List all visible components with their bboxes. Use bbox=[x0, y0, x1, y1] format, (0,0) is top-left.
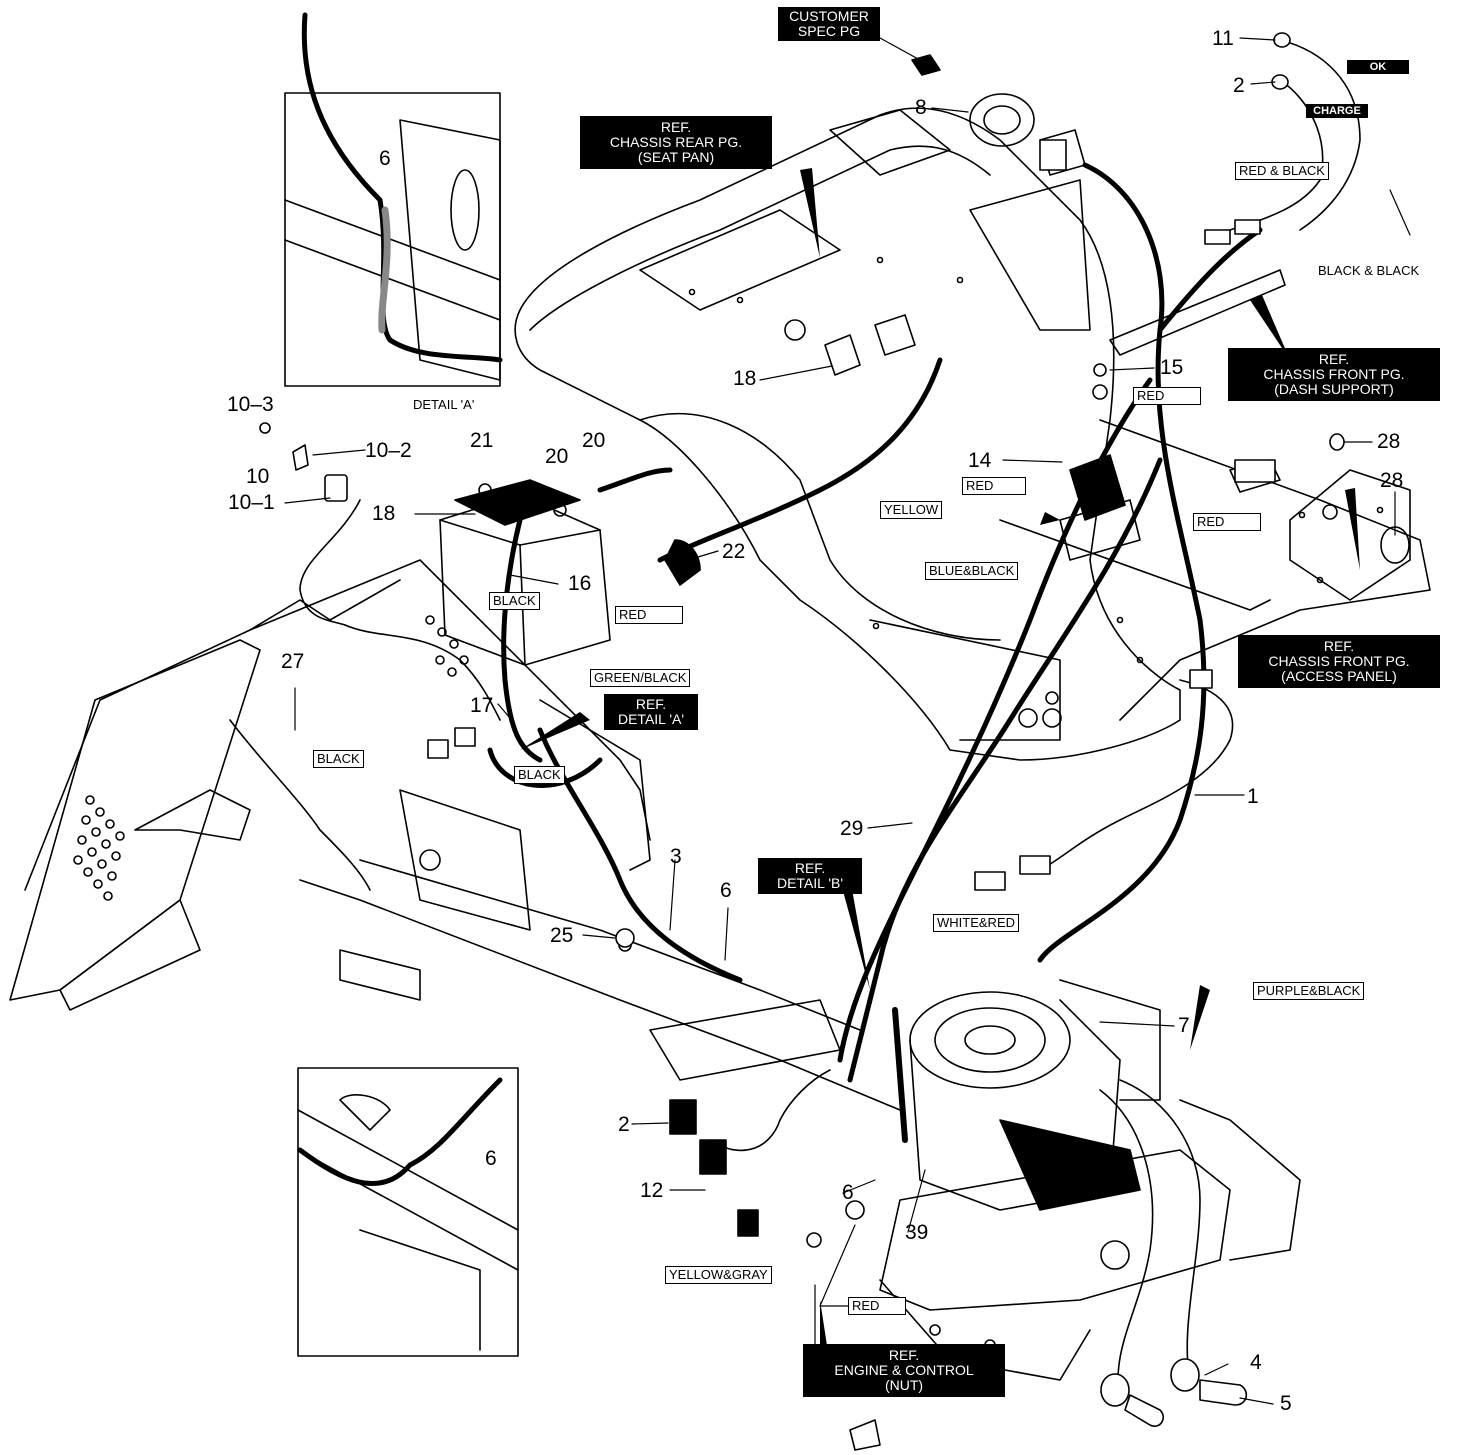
detail-b-inset bbox=[297, 1067, 519, 1357]
leader-lines bbox=[284, 37, 1411, 1405]
callout-6: 6 bbox=[720, 879, 732, 902]
ref-dash-support: REF. CHASSIS FRONT PG. (DASH SUPPORT) bbox=[1228, 348, 1440, 401]
wire-label-red: RED bbox=[962, 477, 1026, 495]
callout-10: 10 bbox=[246, 465, 270, 488]
wire-label-purple-black: PURPLE&BLACK bbox=[1253, 982, 1365, 1000]
callout-6: 6 bbox=[842, 1181, 854, 1204]
wire-label-red: RED bbox=[1193, 513, 1261, 531]
ref-engine-control: REF. ENGINE & CONTROL (NUT) bbox=[803, 1344, 1005, 1397]
ref-customer-spec-page: CUSTOMER SPEC PG bbox=[778, 7, 880, 41]
callout-18: 18 bbox=[733, 367, 757, 390]
callout-2: 2 bbox=[618, 1113, 630, 1136]
callout-20: 20 bbox=[545, 445, 569, 468]
pointer-arrows bbox=[520, 168, 1360, 1380]
callout-17: 17 bbox=[470, 694, 494, 717]
callout-18: 18 bbox=[372, 502, 396, 525]
ref-line: REF. bbox=[1323, 638, 1355, 654]
ref-line: (SEAT PAN) bbox=[637, 149, 715, 165]
wire-label-red: RED bbox=[848, 1297, 906, 1315]
callout-10-1: 10–1 bbox=[228, 491, 275, 514]
solenoid-shape bbox=[1059, 454, 1141, 561]
wire-label-black: BLACK bbox=[489, 592, 540, 610]
callout-7: 7 bbox=[1178, 1014, 1190, 1037]
callout-2: 2 bbox=[1233, 74, 1245, 97]
callout-10-2: 10–2 bbox=[365, 439, 412, 462]
callout-20: 20 bbox=[582, 429, 606, 452]
ref-detail-a: REF. DETAIL 'A' bbox=[604, 694, 698, 730]
wire-label-black: BLACK bbox=[514, 766, 565, 784]
ref-line: DETAIL 'A' bbox=[617, 711, 685, 727]
ref-line: ENGINE & CONTROL bbox=[834, 1362, 974, 1378]
wire-harness bbox=[297, 12, 1263, 1186]
wire-label-red-black: RED & BLACK bbox=[1235, 162, 1329, 180]
ref-access-panel: REF. CHASSIS FRONT PG. (ACCESS PANEL) bbox=[1238, 635, 1440, 688]
ref-seat-pan: REF. CHASSIS REAR PG. (SEAT PAN) bbox=[580, 116, 772, 169]
wire-label-green-black: GREEN/BLACK bbox=[590, 669, 691, 687]
seat-switch-shape bbox=[824, 314, 916, 376]
ref-line: REF. bbox=[794, 860, 826, 876]
ref-line: (NUT) bbox=[884, 1377, 924, 1393]
ref-line: SPEC PG bbox=[797, 23, 861, 39]
ref-line: REF. bbox=[660, 119, 692, 135]
wire-label-black-black: BLACK & BLACK bbox=[1318, 263, 1420, 278]
ref-line: CHASSIS REAR PG. bbox=[609, 134, 743, 150]
callout-28: 28 bbox=[1380, 469, 1404, 492]
ref-line: CUSTOMER bbox=[789, 8, 869, 24]
callout-11: 11 bbox=[1212, 27, 1234, 50]
callout-12: 12 bbox=[640, 1179, 664, 1202]
vent-grill-holes bbox=[73, 615, 469, 901]
callout-1: 1 bbox=[1247, 785, 1259, 808]
wire-label-yellow: YELLOW bbox=[880, 501, 943, 519]
wire-label-black: BLACK bbox=[313, 750, 364, 768]
ref-line: REF. bbox=[888, 1347, 920, 1363]
wire-label-yellow-gray: YELLOW&GRAY bbox=[665, 1266, 772, 1284]
callout-22: 22 bbox=[722, 540, 746, 563]
ref-line: REF. bbox=[1318, 351, 1350, 367]
callout-21: 21 bbox=[470, 429, 494, 452]
callout-28: 28 bbox=[1377, 430, 1401, 453]
callout-29: 29 bbox=[840, 817, 864, 840]
connectors bbox=[324, 139, 1276, 1237]
callout-4: 4 bbox=[1250, 1351, 1262, 1374]
frame-shape bbox=[9, 559, 901, 1111]
ref-line: REF. bbox=[635, 696, 667, 712]
callout-25: 25 bbox=[550, 924, 574, 947]
wire-label-red: RED bbox=[1133, 387, 1201, 405]
callout-5: 5 bbox=[1280, 1392, 1292, 1415]
callout-15: 15 bbox=[1160, 356, 1184, 379]
callout-6: 6 bbox=[485, 1147, 497, 1170]
callout-3: 3 bbox=[670, 845, 682, 868]
front-chassis-shape bbox=[999, 269, 1431, 721]
callout-6: 6 bbox=[379, 147, 391, 170]
seat-pan-shape bbox=[514, 107, 1181, 761]
thin-wires bbox=[229, 39, 1361, 1401]
ref-line: CHASSIS FRONT PG. bbox=[1263, 366, 1405, 382]
callout-14: 14 bbox=[968, 449, 992, 472]
callout-27: 27 bbox=[281, 650, 305, 673]
callout-16: 16 bbox=[568, 572, 592, 595]
ref-detail-b: REF. DETAIL 'B' bbox=[758, 858, 862, 894]
ok-decal: OK bbox=[1347, 60, 1409, 74]
wire-label-red: RED bbox=[615, 606, 683, 624]
ref-line: (DASH SUPPORT) bbox=[1274, 381, 1394, 397]
charge-decal: CHARGE bbox=[1306, 104, 1368, 118]
callout-10-3: 10–3 bbox=[227, 393, 274, 416]
callout-39: 39 bbox=[905, 1221, 929, 1244]
callout-8: 8 bbox=[915, 96, 927, 119]
wire-label-white-red: WHITE&RED bbox=[933, 914, 1019, 932]
detail-a-caption: DETAIL 'A' bbox=[413, 397, 475, 412]
detail-a-inset bbox=[284, 92, 501, 387]
ref-line: DETAIL 'B' bbox=[776, 875, 844, 891]
hardware-parts bbox=[259, 32, 1345, 1451]
ref-line: CHASSIS FRONT PG. bbox=[1268, 653, 1410, 669]
engine-shape bbox=[879, 979, 1301, 1381]
ref-line: (ACCESS PANEL) bbox=[1281, 668, 1397, 684]
wire-label-blue-black: BLUE&BLACK bbox=[925, 562, 1019, 580]
